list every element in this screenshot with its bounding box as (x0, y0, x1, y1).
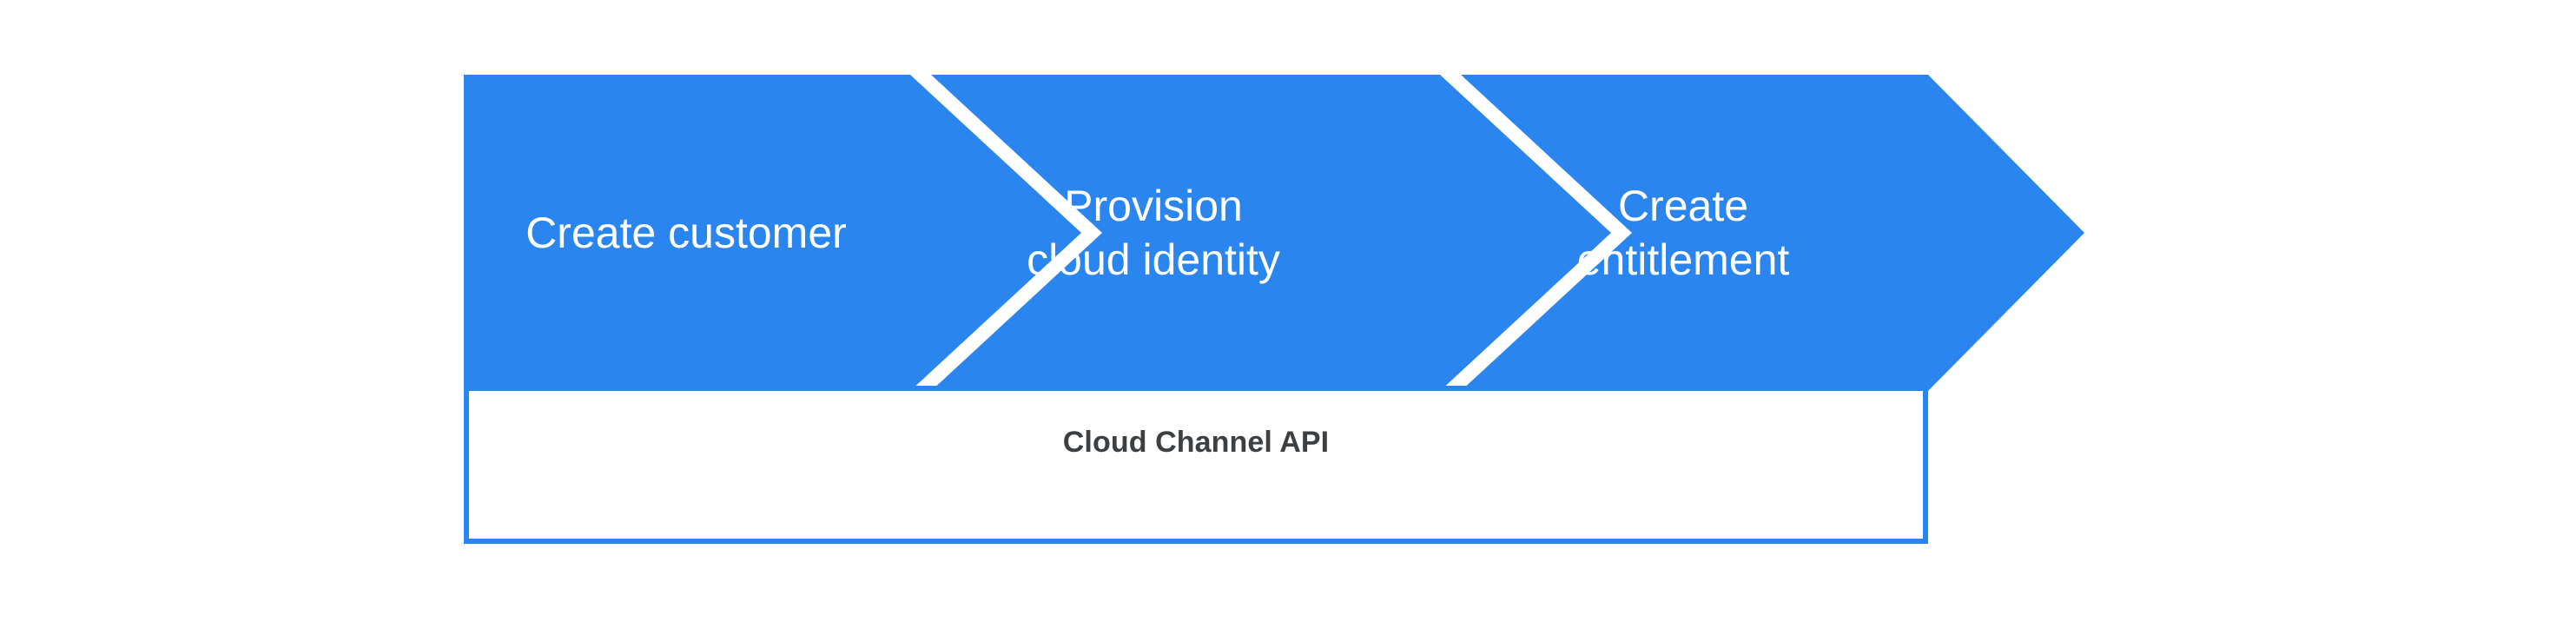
cloud-channel-api-box[interactable]: Cloud Channel API (464, 391, 1928, 544)
chevron-shape-step-1[interactable] (464, 75, 1081, 391)
chevron-shape-step-3[interactable] (1461, 75, 2084, 391)
step-label-create-entitlement: Create entitlement (1576, 182, 1790, 284)
step-label-provision-cloud-identity: Provision cloud identity (1027, 182, 1280, 284)
api-box-top-edge (464, 386, 1928, 391)
cloud-channel-api-label: Cloud Channel API (1062, 425, 1330, 459)
step-label-create-customer: Create customer (525, 209, 847, 257)
chevron-shape-step-2[interactable] (931, 75, 1611, 391)
